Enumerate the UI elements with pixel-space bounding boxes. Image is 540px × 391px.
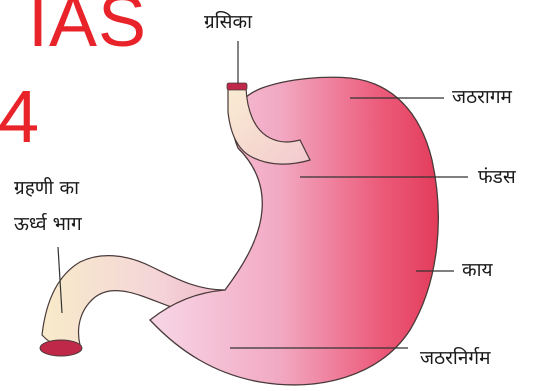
duodenum-opening [40,340,82,356]
label-cardia: जठरागम [452,86,512,109]
label-pylorus: जठरनिर्गम [420,347,490,370]
watermark-number: 4 [0,80,40,154]
label-duodenum-line2: ऊर्ध्व भाग [14,213,82,236]
watermark-brand: IAS [28,0,147,58]
stomach-body-shape [150,77,438,385]
label-body: काय [462,259,493,282]
esophagus-band [227,83,247,90]
label-esophagus: ग्रसिका [204,11,252,34]
label-fundus: फंडस [478,166,516,189]
label-duodenum-line1: ग्रहणी का [14,177,79,200]
